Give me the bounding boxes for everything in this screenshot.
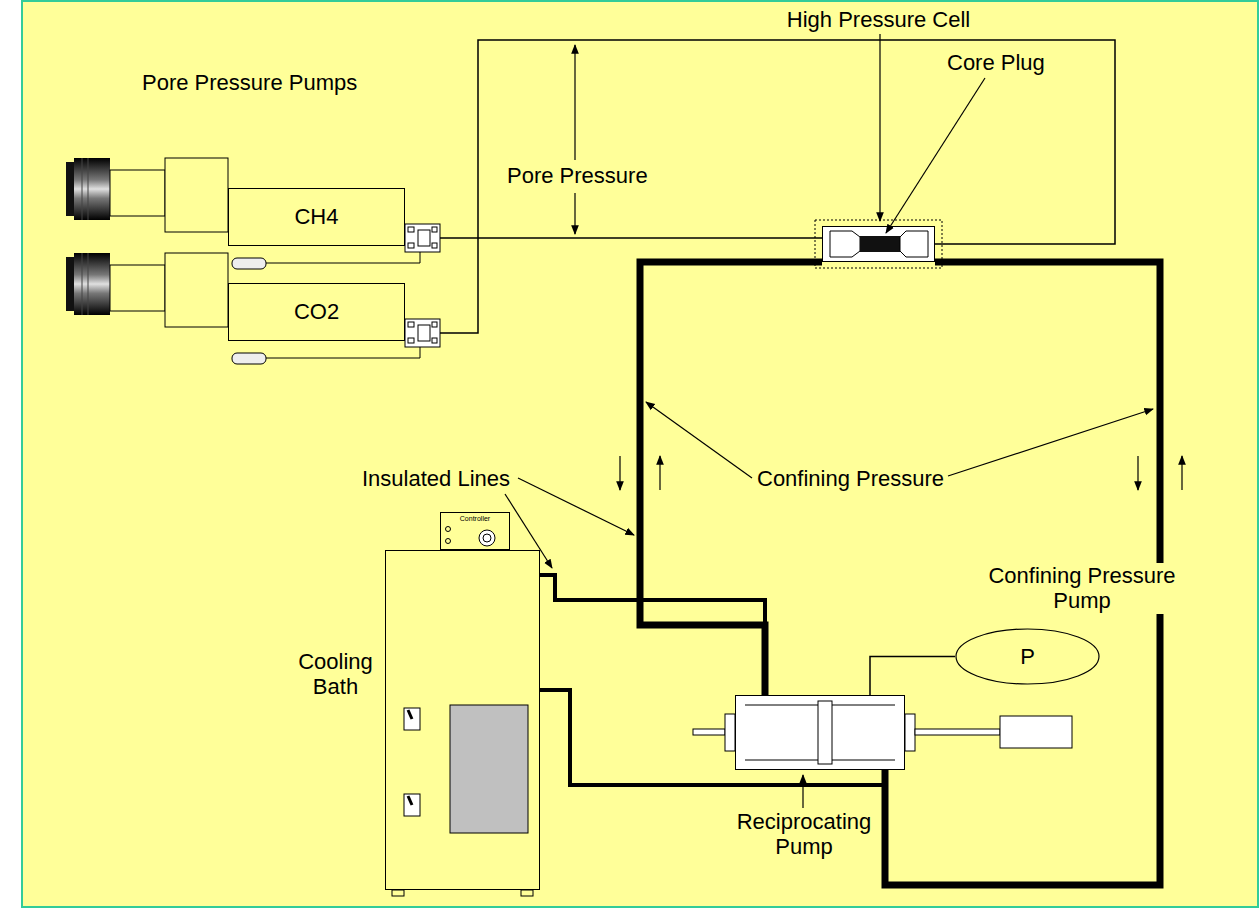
reciprocating-pump-art (1000, 716, 1072, 748)
reciprocating-pump-art (725, 714, 735, 751)
cooling-bath-art (392, 890, 404, 896)
node-label: CO2 (294, 299, 339, 324)
syringe-pump (232, 258, 266, 269)
flow-arrow (659, 456, 660, 490)
reciprocating-pump-art (905, 714, 915, 751)
reciprocating-pump-art (915, 729, 1000, 735)
cooling-bath-art (446, 527, 451, 532)
callout-arrow (879, 34, 880, 221)
syringe-pump (110, 170, 165, 216)
pump-cylinder-box: CH4 (228, 188, 405, 246)
syringe-pump (432, 243, 437, 248)
pressure-gauge: P (955, 628, 1100, 685)
callout-label: Confining Pressure (755, 466, 946, 491)
callout-arrow (518, 478, 634, 535)
cooling-bath-art (385, 550, 540, 890)
node-label: Controller (441, 515, 509, 523)
cooling-bath-art (440, 512, 510, 550)
cooling-bath-art (483, 534, 491, 542)
flow-arrow (1137, 456, 1138, 490)
pressure-line (405, 40, 1115, 333)
cooling-bath-art (404, 708, 420, 730)
callout-label: Core Plug (945, 50, 1047, 75)
pressure-line (870, 657, 955, 696)
syringe-pump (66, 158, 440, 269)
syringe-pump (408, 227, 414, 232)
callout-arrow (574, 193, 575, 234)
reciprocating-pump-art (693, 695, 1072, 770)
callout-label: Insulated Lines (360, 466, 512, 491)
syringe-pump (405, 224, 440, 252)
callout-arrow (574, 45, 575, 160)
pump-cylinder-box: CO2 (228, 283, 405, 341)
pressure-cell-art (900, 231, 928, 257)
node-label: Reciprocating Pump (734, 809, 874, 860)
cooling-bath-art (408, 796, 412, 805)
reciprocating-pump-art (818, 701, 832, 764)
background-panel (22, 1, 1258, 907)
reciprocating-pump-art (693, 729, 725, 735)
cooling-bath: Cooling Bath (385, 550, 540, 890)
callout-arrow (886, 78, 985, 233)
flow-arrow (1181, 456, 1182, 490)
callout-label: Pore Pressure (505, 163, 650, 188)
callout-arrow (505, 34, 1153, 808)
callout-label: Pore Pressure Pumps (140, 70, 359, 95)
cooling-bath-art (385, 512, 540, 896)
callout-arrow (646, 402, 752, 478)
cooling-bath-art (479, 530, 495, 546)
pressure-cell-art (830, 231, 860, 257)
syringe-pump (82, 158, 88, 220)
callout-arrow (948, 409, 1153, 476)
insulated-line (540, 575, 765, 695)
syringe-pump (266, 252, 420, 263)
syringe-pump (432, 227, 437, 232)
reciprocating-pump: Reciprocating Pump (735, 695, 905, 770)
callout-arrow (505, 494, 552, 568)
gauge-ellipse (956, 629, 1099, 684)
syringe-pump (66, 253, 440, 364)
callout-arrow (802, 775, 803, 808)
flow-arrow (619, 456, 620, 490)
syringe-pump (66, 162, 74, 216)
node-label: High Pressure Cell (787, 7, 970, 32)
pressure-cell: High Pressure Cell (822, 226, 935, 262)
node-label: CH4 (294, 204, 338, 229)
pressure-cell-art (815, 220, 942, 268)
syringe-pump (74, 158, 110, 220)
cooling-bath-art (521, 890, 533, 896)
pressure-line (405, 237, 822, 239)
cooling-bath-art (446, 539, 451, 544)
cooling-bath-art (450, 705, 528, 833)
reciprocating-pump-art (735, 695, 905, 770)
node-label: P (1020, 644, 1035, 669)
cooling-bath-art (408, 710, 412, 719)
syringe-pump (418, 230, 430, 246)
pressure-cell-art (815, 220, 942, 268)
syringe-pump (408, 243, 414, 248)
node-label: Cooling Bath (293, 649, 378, 700)
cooling-bath-art (404, 794, 420, 816)
pressure-cell-art (822, 226, 935, 262)
core-plug (860, 236, 900, 252)
controller-box: Controller (440, 512, 510, 550)
syringe-pump (165, 158, 228, 232)
callout-label: Confining Pressure Pump (965, 563, 1199, 614)
